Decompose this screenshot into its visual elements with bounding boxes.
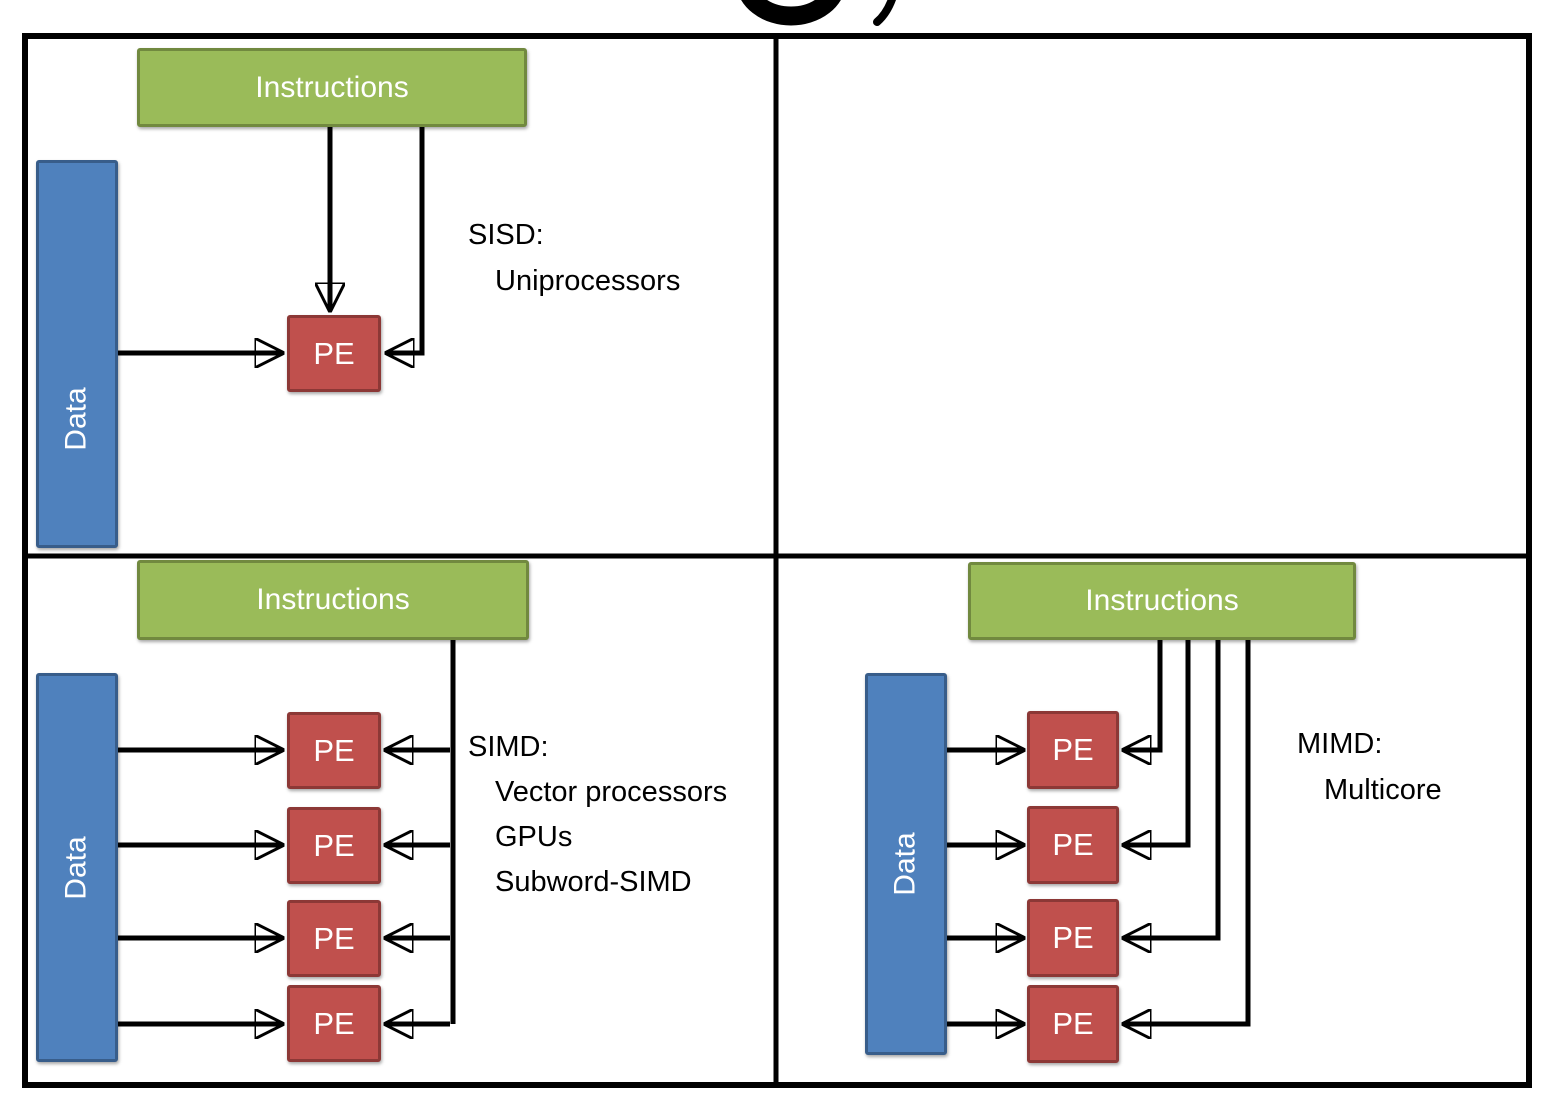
instructions-label: Instructions	[1085, 584, 1239, 617]
data-label: Data	[60, 387, 93, 451]
mimd-data-box: Data	[865, 673, 947, 1055]
pe-label: PE	[1052, 1006, 1094, 1041]
mimd-pe-box-4: PE	[1027, 985, 1119, 1063]
sisd-pe-box: PE	[287, 315, 381, 392]
instructions-label: Instructions	[256, 583, 410, 616]
simd-pe-box-2: PE	[287, 807, 381, 884]
simd-caption-line: Vector processors	[495, 776, 728, 808]
simd-pe-box-4: PE	[287, 985, 381, 1062]
sisd-caption: SISD: Uniprocessors	[468, 212, 680, 304]
mimd-pe-box-2: PE	[1027, 806, 1119, 884]
sisd-caption-line: SISD:	[468, 219, 544, 251]
mimd-instruction-arrow-1	[1123, 640, 1163, 750]
clipped-title-fragment	[741, 0, 896, 26]
pe-label: PE	[1052, 732, 1094, 767]
pe-label: PE	[1052, 920, 1094, 955]
simd-instructions-box: Instructions	[137, 560, 529, 640]
data-label: Data	[889, 832, 922, 896]
simd-pe-box-3: PE	[287, 900, 381, 977]
simd-pe-box-1: PE	[287, 712, 381, 789]
simd-caption-line: GPUs	[495, 821, 573, 853]
mimd-caption-line: MIMD:	[1297, 728, 1383, 760]
simd-data-box: Data	[36, 673, 118, 1062]
mimd-caption-line: Multicore	[1324, 774, 1442, 806]
pe-label: PE	[313, 920, 355, 956]
sisd-instructions-box: Instructions	[137, 48, 527, 127]
simd-caption: SIMD: Vector processors GPUs Subword-SIM…	[468, 725, 727, 905]
pe-label: PE	[313, 335, 355, 371]
pe-label: PE	[313, 827, 355, 863]
pe-label: PE	[313, 1005, 355, 1041]
mimd-instruction-arrow-3	[1123, 640, 1221, 938]
mimd-caption: MIMD: Multicore	[1297, 721, 1442, 813]
simd-caption-line: Subword-SIMD	[495, 866, 692, 898]
data-label: Data	[60, 835, 93, 900]
mimd-instruction-arrow-4	[1123, 640, 1251, 1024]
instructions-label: Instructions	[255, 70, 409, 104]
simd-caption-line: SIMD:	[468, 731, 549, 763]
mimd-instructions-box: Instructions	[968, 562, 1356, 640]
pe-label: PE	[1052, 827, 1094, 862]
mimd-pe-box-3: PE	[1027, 899, 1119, 977]
mimd-instruction-arrow-2	[1123, 640, 1191, 845]
mimd-pe-box-1: PE	[1027, 711, 1119, 789]
sisd-data-box: Data	[36, 160, 118, 548]
sisd-caption-line: Uniprocessors	[495, 265, 681, 297]
pe-label: PE	[313, 732, 355, 768]
sisd-instruction-arrow-side	[386, 127, 425, 353]
